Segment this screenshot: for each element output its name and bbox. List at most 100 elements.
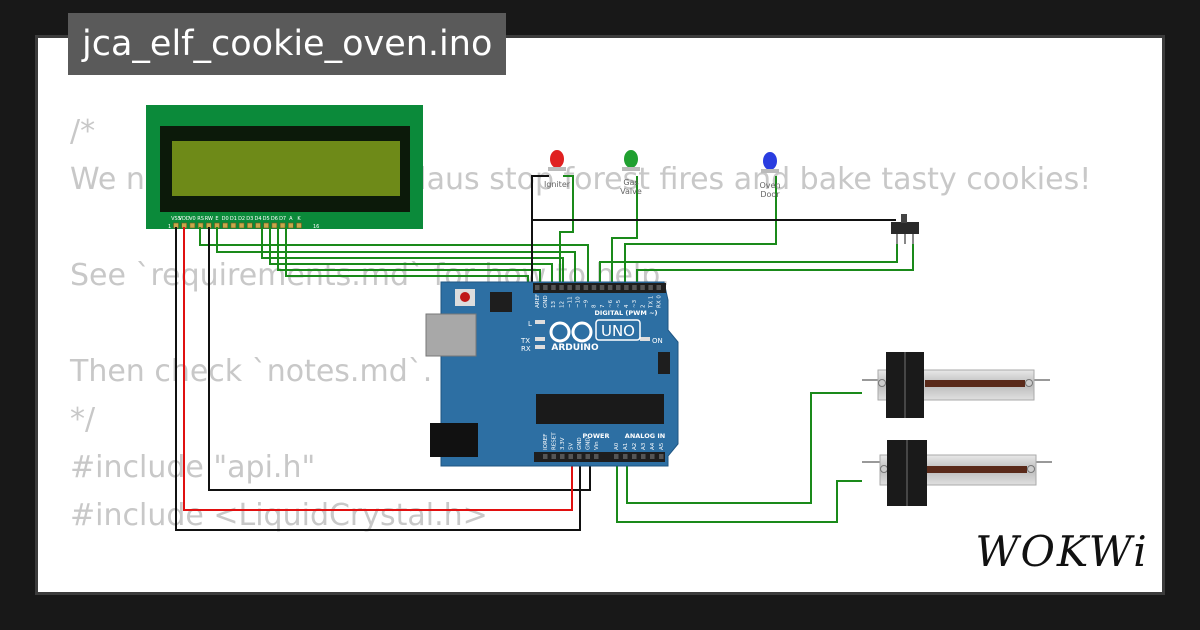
led-tx-indicator <box>535 337 545 341</box>
pot-1-track <box>925 380 1025 387</box>
wire-lcd-rs <box>199 227 589 290</box>
power-pin[interactable] <box>551 454 557 459</box>
digital-pin[interactable] <box>640 285 645 290</box>
analog-pin[interactable] <box>614 454 619 459</box>
lcd-pin-label: RW <box>205 216 213 222</box>
digital-pin[interactable] <box>535 285 540 290</box>
analog-pin-label: A5 <box>659 442 665 450</box>
power-pin[interactable] <box>585 454 591 459</box>
slide-switch[interactable] <box>891 214 919 244</box>
digital-pin[interactable] <box>551 285 556 290</box>
digital-pin[interactable] <box>559 285 564 290</box>
lcd-pin-label: RS <box>197 216 204 222</box>
arduino-infinity-logo <box>549 321 593 343</box>
lcd-pin[interactable] <box>279 222 286 229</box>
lcd-pin[interactable] <box>263 222 270 229</box>
analog-pin[interactable] <box>623 454 628 459</box>
analog-pin[interactable] <box>650 454 655 459</box>
analog-pin-label: A0 <box>614 442 620 450</box>
lcd-pin[interactable] <box>238 222 245 229</box>
power-pin-label: Vin <box>594 441 600 450</box>
switch-handle[interactable] <box>901 214 907 223</box>
label-on: ON <box>652 337 663 345</box>
digital-label: DIGITAL (PWM ~) <box>595 309 658 317</box>
lcd-pin[interactable] <box>247 222 253 229</box>
lcd-pin[interactable] <box>222 222 228 229</box>
analog-pin[interactable] <box>632 454 637 459</box>
led-igniter-bulb <box>550 150 564 168</box>
wire-oven-door <box>624 176 777 290</box>
lcd-pin[interactable] <box>271 222 278 229</box>
reset-button[interactable] <box>460 292 470 302</box>
led-oven-door[interactable]: Oven Door <box>759 152 781 199</box>
digital-pin[interactable] <box>599 285 605 290</box>
power-pin-label: GND <box>586 437 592 450</box>
led-l-indicator <box>535 320 545 324</box>
led-gas-valve[interactable]: Gas Valve <box>620 150 642 196</box>
power-pin[interactable] <box>577 454 582 459</box>
wire-lcd-d6 <box>277 227 541 290</box>
digital-pin[interactable] <box>616 285 621 290</box>
led-on-indicator <box>640 337 650 341</box>
lcd-pin[interactable] <box>189 222 196 229</box>
led-rx-indicator <box>535 345 545 349</box>
digital-pin[interactable] <box>591 285 597 290</box>
wokwi-logo: WOKWi <box>975 527 1146 576</box>
code-line: #include "api.h" <box>70 450 316 485</box>
digital-pin[interactable] <box>648 285 653 290</box>
digital-pin[interactable] <box>575 285 581 290</box>
analog-pin-label: A2 <box>632 443 638 450</box>
digital-pin[interactable] <box>607 285 613 290</box>
led-igniter-label: Igniter <box>544 180 571 189</box>
digital-pin[interactable] <box>567 285 572 290</box>
analog-pin[interactable] <box>659 454 664 459</box>
lcd-pin-label: D1 <box>230 216 237 222</box>
wire-lcd-d4 <box>261 227 564 290</box>
icsp-header-top <box>490 292 512 312</box>
led-igniter[interactable]: Igniter <box>544 150 571 189</box>
lcd-pin[interactable] <box>287 222 294 229</box>
digital-pin[interactable] <box>543 285 548 290</box>
led-igniter-base <box>548 167 566 171</box>
power-pin[interactable] <box>594 454 599 459</box>
slide-potentiometer-1[interactable] <box>862 352 1050 418</box>
lcd-pin[interactable] <box>255 222 261 229</box>
lcd-pin-first: 1 <box>168 224 171 230</box>
arduino-uno[interactable]: L TX RX ON ARDUINO UNO DIGITAL (PWM ~) P… <box>425 281 679 467</box>
lcd-screen <box>172 141 400 196</box>
lcd-pin[interactable] <box>296 222 302 229</box>
lcd-pin-label: V0 <box>189 216 196 222</box>
arduino-brand: ARDUINO <box>551 343 599 353</box>
wire-pot-2 <box>616 461 862 523</box>
lcd-pin-label: VDD <box>179 216 190 222</box>
lcd-pin[interactable] <box>230 222 237 229</box>
analog-pin[interactable] <box>641 454 646 459</box>
lcd-pin-label: D6 <box>271 216 278 222</box>
bottom-header <box>534 452 665 462</box>
label-l: L <box>528 320 532 328</box>
digital-pin-label: ~6 <box>608 299 614 308</box>
lcd-pin-label: D7 <box>279 216 286 222</box>
digital-pin[interactable] <box>656 285 662 290</box>
wire-lcd-rw <box>208 227 591 491</box>
digital-header <box>533 283 666 293</box>
led-oven-door-base <box>761 169 779 173</box>
wire-lcd-e <box>216 227 576 290</box>
digital-pin[interactable] <box>624 285 629 290</box>
code-line: */ <box>70 402 96 437</box>
digital-pin[interactable] <box>632 285 637 290</box>
pot-2-track <box>927 466 1027 473</box>
lcd-pin-label: VSS <box>171 216 181 222</box>
power-pin[interactable] <box>568 454 574 459</box>
wire-igniter <box>559 175 574 290</box>
power-pin[interactable] <box>560 454 565 459</box>
power-pin-label: 5V <box>569 443 575 450</box>
digital-pin[interactable] <box>583 285 589 290</box>
power-pin[interactable] <box>543 454 548 459</box>
slide-potentiometer-2[interactable] <box>862 440 1052 506</box>
code-line: /* <box>70 114 96 149</box>
